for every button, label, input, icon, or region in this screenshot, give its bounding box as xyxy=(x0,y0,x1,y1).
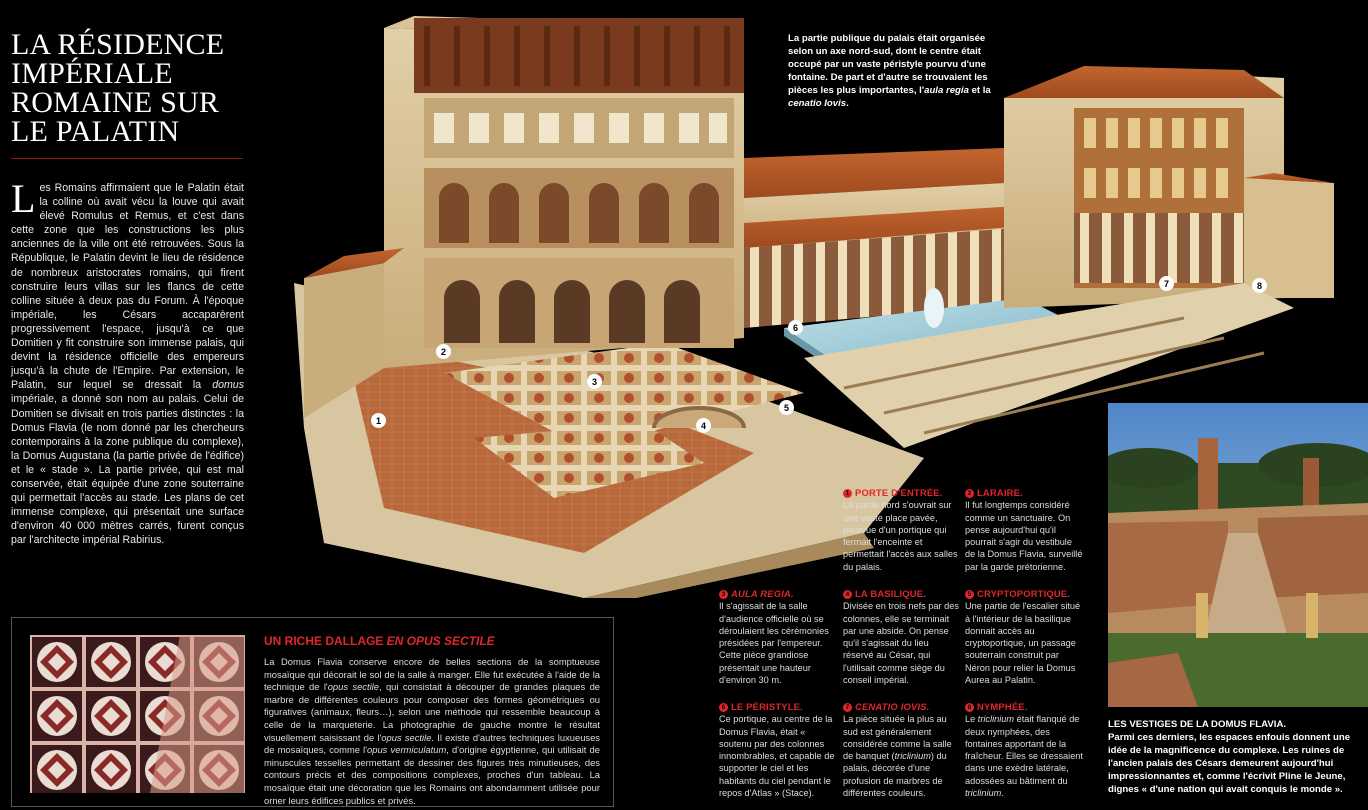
title-line: LE PALATIN xyxy=(11,115,180,148)
opus-sectile-box: UN RICHE DALLAGE EN OPUS SECTILE La Domu… xyxy=(11,617,614,807)
opus-sectile-mosaic-photo xyxy=(30,635,245,793)
marker-7: 7 xyxy=(1159,276,1174,291)
marker-3: 3 xyxy=(587,374,602,389)
title-line: IMPÉRIALE xyxy=(11,57,173,90)
box-text: La Domus Flavia conserve encore de belle… xyxy=(264,656,601,806)
drop-cap: L xyxy=(11,176,36,221)
marker-8: 8 xyxy=(1252,278,1267,293)
title-line: LA RÉSIDENCE xyxy=(11,28,225,61)
title-divider xyxy=(11,158,243,159)
peristyle-callout: La partie publique du palais était organ… xyxy=(788,33,991,109)
marker-6: 6 xyxy=(788,320,803,335)
page-title: LA RÉSIDENCE IMPÉRIALE ROMAINE SUR LE PA… xyxy=(11,28,251,148)
box-heading: UN RICHE DALLAGE EN OPUS SECTILE xyxy=(264,634,495,648)
ruins-caption: LES VESTIGES DE LA DOMUS FLAVIA. Parmi c… xyxy=(1108,719,1351,795)
marker-4: 4 xyxy=(696,418,711,433)
palace-reconstruction-illustration xyxy=(294,16,1334,598)
marker-2: 2 xyxy=(436,344,451,359)
title-line: ROMAINE SUR xyxy=(11,86,220,119)
domus-flavia-ruins-photo xyxy=(1108,403,1368,707)
marker-5: 5 xyxy=(779,400,794,415)
marker-1: 1 xyxy=(371,413,386,428)
